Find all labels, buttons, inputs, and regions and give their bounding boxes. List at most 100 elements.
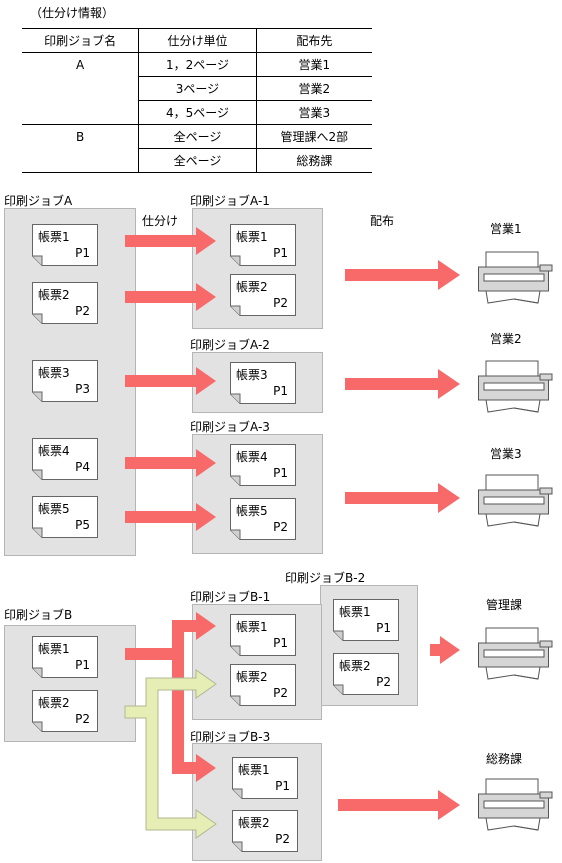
document-name: 帳票2 [339,659,371,673]
document-page: P2 [75,712,90,726]
document-page: P1 [275,779,290,793]
document-name: 帳票3 [38,366,70,380]
printer-label: 営業2 [490,332,522,346]
document-page: P1 [75,658,90,672]
red-arrow [125,503,216,531]
job-a-title: 印刷ジョブA [4,194,73,208]
job-a2-title: 印刷ジョブA-2 [190,338,270,352]
document-page: P1 [376,621,391,635]
document-page: P1 [273,384,288,398]
red-arrow [125,283,216,311]
document-name: 帳票4 [38,444,70,458]
document-name: 帳票1 [236,620,268,634]
document-name: 帳票5 [236,504,268,518]
header-unit: 仕分け単位 [138,28,257,53]
cell-job: B [76,129,85,144]
document-page: P2 [75,304,90,318]
cell-job [22,100,139,125]
job-a1-title: 印刷ジョブA-1 [190,194,270,208]
red-arrow [345,483,460,513]
document-page: P3 [75,382,90,396]
document-name: 帳票2 [238,816,270,830]
red-arrow [345,369,460,399]
cell-unit: 3ページ [138,76,257,101]
cell-dest: 営業1 [256,52,372,77]
document-page: P1 [75,246,90,260]
printer-icon [478,627,556,684]
red-arrow [125,449,216,477]
cell-job [22,148,139,173]
red-arrow [430,636,460,664]
printer-icon [478,474,556,531]
document-name: 帳票1 [238,763,270,777]
cell-unit: 1，2ページ [138,52,257,77]
sort-label: 仕分け [142,214,179,228]
printer-label: 営業1 [490,222,522,236]
document-page: P5 [75,518,90,532]
cell-job: A [76,57,85,72]
red-arrow [125,227,216,255]
red-arrow [345,260,460,290]
red-arrow [125,612,216,782]
red-arrow [338,790,460,820]
document-page: P1 [273,636,288,650]
document-page: P4 [75,460,90,474]
cell-dest: 総務課 [256,148,372,173]
cell-dest: 営業2 [256,76,372,101]
document-page: P1 [273,466,288,480]
job-b2-title: 印刷ジョブB-2 [285,571,366,585]
document-name: 帳票2 [236,280,268,294]
printer-icon [478,251,556,308]
cell-unit: 全ページ [138,124,257,149]
job-b-title: 印刷ジョブB [4,608,73,622]
cell-dest: 営業3 [256,100,372,125]
cell-unit: 全ページ [138,148,257,173]
document-name: 帳票2 [236,670,268,684]
printer-label: 管理課 [486,598,523,612]
document-name: 帳票2 [38,696,70,710]
document-page: P1 [273,246,288,260]
document-name: 帳票1 [339,605,371,619]
document-name: 帳票2 [38,288,70,302]
document-page: P2 [376,675,391,689]
cell-dest: 管理課へ2部 [256,124,372,149]
job-a3-title: 印刷ジョブA-3 [190,420,270,434]
document-name: 帳票4 [236,450,268,464]
header-dest: 配布先 [256,28,372,53]
document-page: P2 [273,520,288,534]
document-name: 帳票3 [236,368,268,382]
yellow-arrow [124,669,217,839]
document-page: P2 [273,296,288,310]
job-b1-title: 印刷ジョブB-1 [190,590,271,604]
job-b3-title: 印刷ジョブB-3 [190,730,271,744]
red-arrow [125,367,216,395]
distribute-label: 配布 [370,214,395,228]
routing-table: 印刷ジョブ名 仕分け単位 配布先 A 1，2ページ 営業1 3ページ 営業2 4… [22,28,372,173]
document-name: 帳票1 [236,230,268,244]
printer-label: 総務課 [486,752,523,766]
printer-label: 営業3 [490,447,522,461]
table-caption: （仕分け情報） [30,6,115,20]
document-name: 帳票1 [38,230,70,244]
document-name: 帳票1 [38,642,70,656]
cell-unit: 4，5ページ [138,100,257,125]
printer-icon [478,360,556,417]
